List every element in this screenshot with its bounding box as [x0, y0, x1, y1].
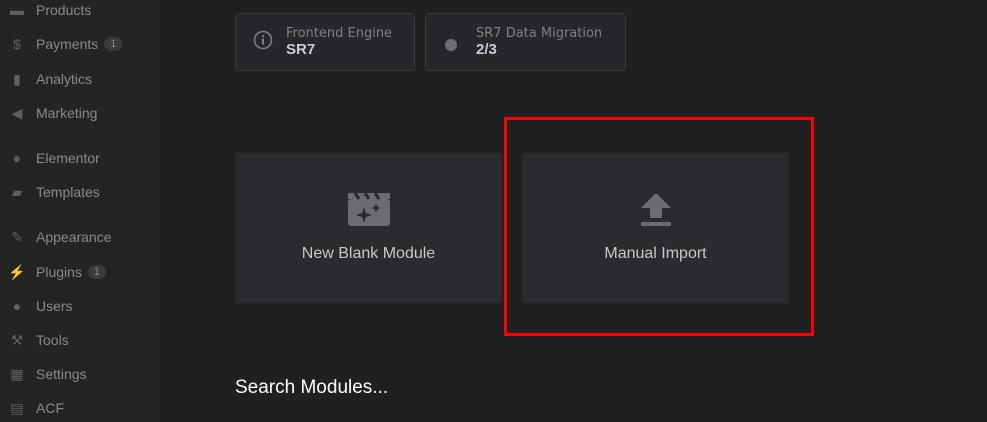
sidebar-item-analytics[interactable]: ▮ Analytics — [0, 65, 160, 93]
sidebar-item-products[interactable]: ▬ Products — [0, 0, 160, 24]
sidebar-item-label: Templates — [36, 184, 100, 200]
manual-import-label: Manual Import — [604, 245, 707, 262]
wrench-icon: ⚒ — [10, 331, 24, 348]
sidebar-item-payments[interactable]: $ Payments 1 — [0, 30, 160, 58]
sidebar-item-label: Elementor — [36, 150, 100, 166]
folder-icon: ▰ — [11, 183, 23, 200]
data-migration-status: SR7 Data Migration 2/3 — [425, 13, 626, 71]
plugins-badge: 1 — [87, 265, 107, 279]
bar-chart-icon: ▮ — [13, 70, 21, 87]
plug-icon: ⚡ — [8, 263, 26, 280]
status-dot-icon — [445, 39, 457, 51]
sidebar-item-plugins[interactable]: ⚡ Plugins 1 — [0, 258, 160, 286]
sidebar-item-acf[interactable]: ▤ ACF — [0, 394, 160, 422]
table-icon: ▤ — [10, 399, 24, 416]
sidebar-item-label: Payments — [36, 36, 99, 52]
sidebar-item-label: Marketing — [36, 105, 98, 121]
status-value: 2/3 — [476, 41, 497, 58]
status-value: SR7 — [286, 41, 316, 58]
sidebar-item-tools[interactable]: ⚒ Tools — [0, 326, 160, 354]
frontend-engine-status: Frontend Engine SR7 — [235, 13, 415, 71]
sidebar-item-label: Analytics — [36, 71, 93, 87]
manual-import-button[interactable]: Manual Import — [522, 153, 789, 303]
dollar-icon: $ — [13, 36, 21, 52]
user-icon: ● — [12, 298, 22, 314]
sidebar-item-appearance[interactable]: ✎ Appearance — [0, 223, 160, 251]
sidebar-item-label: Products — [36, 2, 92, 18]
sidebar-item-templates[interactable]: ▰ Templates — [0, 178, 160, 206]
sliders-icon: ▦ — [10, 365, 24, 382]
archive-icon: ▬ — [10, 2, 24, 18]
status-label: SR7 Data Migration — [476, 26, 603, 41]
sidebar-item-label: Appearance — [36, 229, 112, 245]
new-blank-module-label: New Blank Module — [301, 245, 436, 262]
elementor-icon: ● — [12, 150, 22, 166]
sidebar-item-label: Users — [36, 298, 73, 314]
new-blank-module-button[interactable]: New Blank Module — [235, 153, 502, 303]
sidebar-item-settings[interactable]: ▦ Settings — [0, 360, 160, 388]
clapperboard-sparkle-icon — [347, 192, 390, 226]
sidebar-item-elementor[interactable]: ● Elementor — [0, 144, 160, 172]
payments-badge: 1 — [104, 37, 123, 51]
sidebar-item-label: Settings — [36, 366, 87, 382]
search-modules-heading: Search Modules... — [235, 377, 389, 398]
info-icon — [253, 30, 273, 50]
sidebar-item-users[interactable]: ● Users — [0, 292, 160, 320]
status-label: Frontend Engine — [286, 26, 393, 41]
sidebar-item-label: ACF — [36, 400, 64, 416]
admin-sidebar: ▬ Products $ Payments 1 ▮ Analytics ◀ Marketi… — [0, 0, 160, 422]
sidebar-item-label: Tools — [36, 332, 69, 348]
sidebar-item-marketing[interactable]: ◀ Marketing — [0, 99, 160, 127]
paintbrush-icon: ✎ — [11, 228, 23, 245]
megaphone-icon: ◀ — [11, 104, 23, 121]
sidebar-item-label: Plugins — [36, 264, 82, 280]
highlight-box — [504, 117, 814, 336]
upload-icon — [640, 193, 671, 226]
